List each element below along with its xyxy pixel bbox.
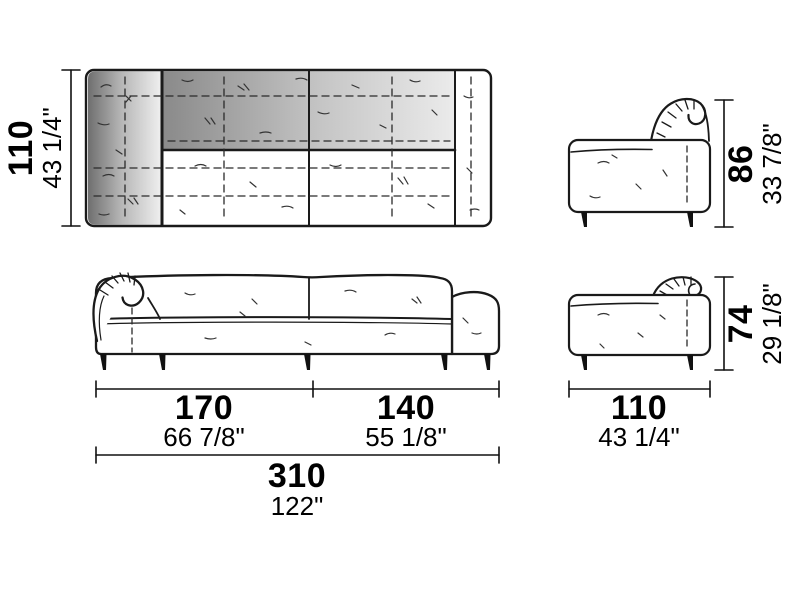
sofa-leg [581, 355, 587, 370]
front-seat-seam-upper [95, 316, 453, 320]
plan-texture-marks [97, 77, 480, 216]
sofa-leg [687, 212, 693, 227]
sofa-leg [100, 354, 107, 370]
front-arm-inner-edge [147, 297, 161, 320]
sofa-leg [687, 355, 693, 370]
side-lower-scroll-curl [687, 283, 696, 296]
sofa-leg [159, 354, 166, 370]
dim-total-width-cm: 310 [267, 456, 327, 495]
side-lower-hatching [659, 276, 692, 296]
sofa-side-view-lower [567, 276, 712, 370]
side-lower-seam [570, 302, 659, 307]
front-arm-fold-line [98, 295, 105, 341]
sofa-leg [304, 354, 311, 370]
side-lower-scroll [651, 276, 703, 298]
sofa-leg [441, 354, 448, 370]
sofa-leg [581, 212, 587, 227]
sofa-front-view [92, 272, 501, 370]
front-scroll-hatching [99, 272, 136, 296]
sofa-leg [484, 354, 491, 370]
side-lower-legs [581, 355, 693, 370]
side-upper-seam [570, 148, 653, 153]
dim-side-height-in: 29 1/8" [756, 283, 787, 365]
plan-chaise-shade [88, 71, 161, 225]
dim-side-width-in: 43 1/4" [598, 421, 680, 452]
side-upper-hatching [656, 99, 695, 138]
dim-side-width-cm: 110 [610, 388, 668, 427]
dim-back-height-in: 33 7/8" [756, 123, 787, 205]
front-legs [100, 354, 491, 370]
side-lower-body [567, 293, 712, 357]
side-upper-texture-marks [589, 154, 668, 199]
sofa-plan-view [84, 68, 493, 228]
dim-module-left-in: 66 7/8" [163, 421, 245, 452]
dim-module-left-cm: 170 [174, 388, 234, 427]
front-texture-marks [184, 289, 482, 346]
side-upper-body [567, 138, 712, 214]
dim-depth-in: 43 1/4" [36, 107, 67, 189]
sofa-side-view-upper [567, 97, 712, 227]
front-right-block [450, 290, 501, 356]
side-upper-back-edge [699, 102, 710, 142]
front-body-outline [94, 273, 454, 356]
dim-module-right-cm: 140 [376, 388, 436, 427]
side-upper-legs [581, 212, 693, 227]
dim-module-right-in: 55 1/8" [365, 421, 447, 452]
side-lower-texture-marks [597, 312, 666, 349]
dimension-lines [61, 69, 734, 464]
front-seat-seam-lower [95, 321, 453, 325]
dim-total-width-in: 122" [270, 490, 324, 521]
plan-dashed-guides [93, 76, 472, 221]
